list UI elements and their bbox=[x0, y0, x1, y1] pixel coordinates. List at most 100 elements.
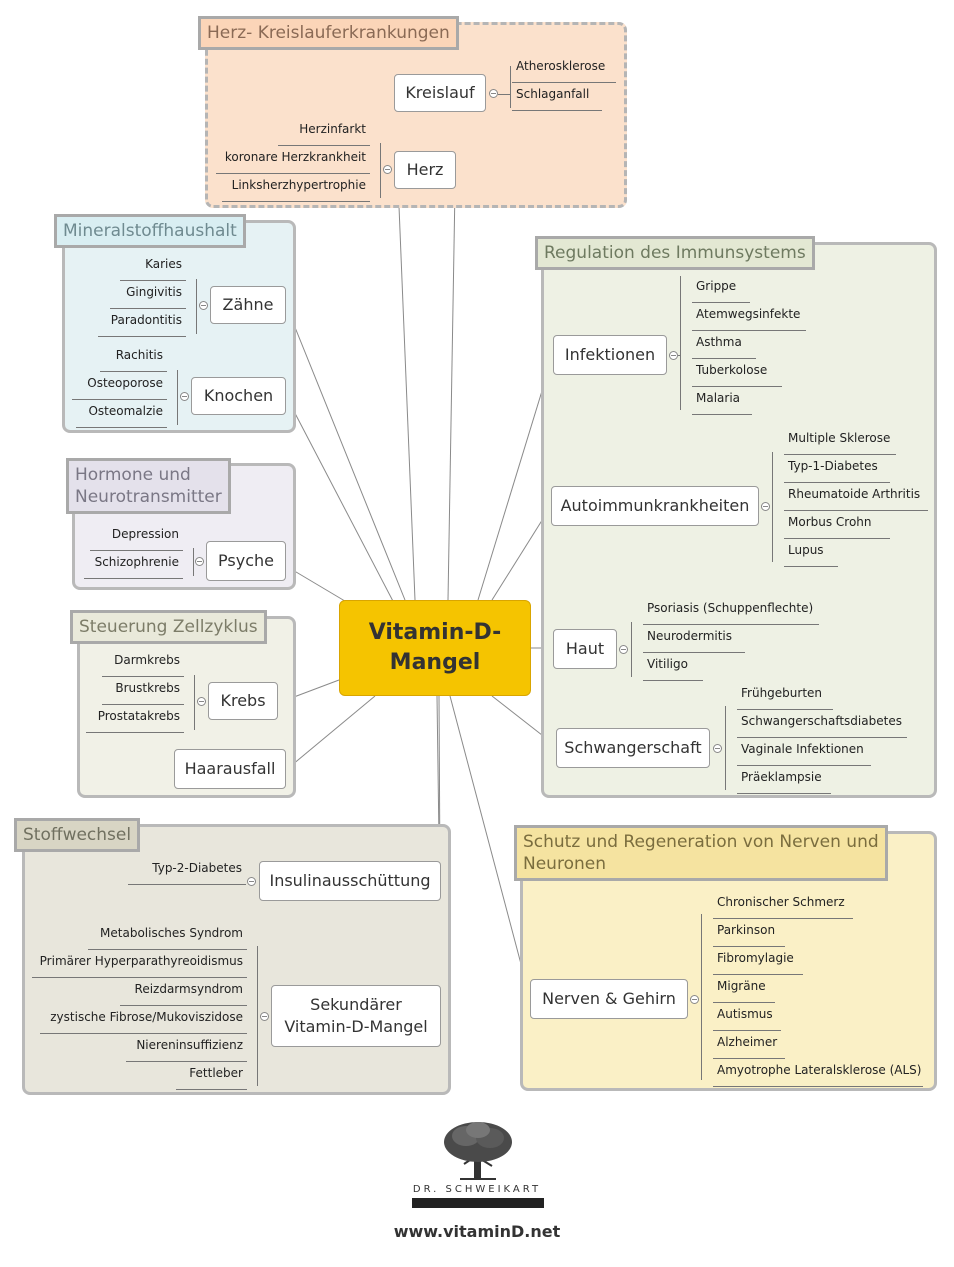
leaf-morbus-crohn: Morbus Crohn bbox=[784, 511, 890, 539]
leaf-grippe: Grippe bbox=[692, 275, 750, 303]
leaf-fibromylagie: Fibromylagie bbox=[713, 947, 803, 975]
node-haarausfall[interactable]: Haarausfall bbox=[174, 749, 286, 789]
leaf-metabolisches-syndrom: Metabolisches Syndrom bbox=[88, 922, 247, 950]
leaf-asthma: Asthma bbox=[692, 331, 756, 359]
leaf-parkinson: Parkinson bbox=[713, 919, 785, 947]
central-topic-line: Mangel bbox=[389, 650, 481, 675]
bracket bbox=[370, 143, 381, 198]
leaf-atherosklerose: Atherosklerose bbox=[512, 55, 616, 83]
group-title-immunsystem: Regulation des Immunsystems bbox=[535, 236, 815, 271]
leaf-karies: Karies bbox=[120, 253, 186, 281]
leaf-darmkrebs: Darmkrebs bbox=[102, 649, 184, 677]
leaf-brustkrebs: Brustkrebs bbox=[102, 677, 184, 705]
leaf-osteomalzie: Osteomalzie bbox=[76, 400, 167, 428]
logo-signature-bar bbox=[412, 1198, 544, 1208]
leaf-rheumatoide-arthritis: Rheumatoide Arthritis bbox=[784, 483, 928, 511]
leaf-koronare-herzkrankheit: koronare Herzkrankheit bbox=[216, 146, 370, 174]
leaf-niereninsuffizienz: Niereninsuffizienz bbox=[126, 1034, 247, 1062]
bracket bbox=[183, 548, 194, 576]
node-kreislauf[interactable]: Kreislauf bbox=[394, 74, 486, 112]
leaf-atemwegsinfekte: Atemwegsinfekte bbox=[692, 303, 806, 331]
collapse-toggle-icon[interactable] bbox=[713, 744, 722, 753]
bracket bbox=[247, 946, 258, 1086]
collapse-toggle-icon[interactable] bbox=[669, 351, 678, 360]
leaf-herzinfarkt: Herzinfarkt bbox=[278, 118, 370, 146]
group-title-hormone: Hormone und Neurotransmitter bbox=[66, 458, 231, 515]
leaf-linksherzhypertrophie: Linksherzhypertrophie bbox=[222, 174, 370, 202]
leaf-multiple-sklerose: Multiple Sklerose bbox=[784, 427, 896, 455]
node-haut[interactable]: Haut bbox=[553, 629, 617, 669]
leaf-schwangerschaftsdiabetes: Schwangerschaftsdiabetes bbox=[737, 710, 907, 738]
leaf-osteoporose: Osteoporose bbox=[72, 372, 167, 400]
leaf-zystische-fibrose: zystische Fibrose/Mukoviszidose bbox=[40, 1006, 247, 1034]
leaf-prostatakrebs: Prostatakrebs bbox=[86, 705, 184, 733]
node-sekundaerer-vitamin-d-mangel[interactable]: Sekundärer Vitamin-D-Mangel bbox=[271, 985, 441, 1047]
leaf-praeeklampsie: Präeklampsie bbox=[737, 766, 831, 794]
bracket bbox=[184, 675, 195, 730]
node-nerven-gehirn[interactable]: Nerven & Gehirn bbox=[530, 979, 688, 1019]
logo-name: DR. SCHWEIKART bbox=[412, 1184, 542, 1195]
node-krebs[interactable]: Krebs bbox=[208, 682, 278, 720]
leaf-rachitis: Rachitis bbox=[100, 344, 167, 372]
node-knochen[interactable]: Knochen bbox=[191, 377, 286, 415]
node-herz[interactable]: Herz bbox=[394, 151, 456, 189]
bracket bbox=[510, 66, 511, 108]
leaf-vitiligo: Vitiligo bbox=[643, 653, 703, 681]
connector bbox=[678, 355, 681, 356]
node-schwangerschaft[interactable]: Schwangerschaft bbox=[556, 728, 710, 768]
leaf-neurodermitis: Neurodermitis bbox=[643, 625, 745, 653]
group-title-line: Neurotransmitter bbox=[75, 487, 222, 508]
leaf-fettleber: Fettleber bbox=[176, 1062, 247, 1090]
leaf-primaerer-hyperparathyreoidismus: Primärer Hyperparathyreoidismus bbox=[32, 950, 247, 978]
collapse-toggle-icon[interactable] bbox=[247, 877, 256, 886]
node-autoimmunkrankheiten[interactable]: Autoimmunkrankheiten bbox=[551, 486, 759, 526]
leaf-alzheimer: Alzheimer bbox=[713, 1031, 785, 1059]
leaf-gingivitis: Gingivitis bbox=[110, 281, 186, 309]
group-title-line: Schutz und Regeneration von Nerven und bbox=[523, 832, 879, 852]
leaf-tuberkolose: Tuberkolose bbox=[692, 359, 782, 387]
group-title-zellzyklus: Steuerung Zellzyklus bbox=[70, 610, 267, 645]
central-topic-line: Vitamin-D- bbox=[368, 620, 502, 646]
group-title-line: Neuronen bbox=[523, 854, 606, 875]
website-link[interactable]: www.vitaminD.net bbox=[393, 1222, 561, 1241]
collapse-toggle-icon[interactable] bbox=[260, 1012, 269, 1021]
leaf-paradontitis: Paradontitis bbox=[98, 309, 186, 337]
collapse-toggle-icon[interactable] bbox=[619, 645, 628, 654]
bracket bbox=[772, 452, 773, 562]
bracket bbox=[680, 276, 681, 410]
collapse-toggle-icon[interactable] bbox=[690, 995, 699, 1004]
leaf-autismus: Autismus bbox=[713, 1003, 781, 1031]
collapse-toggle-icon[interactable] bbox=[761, 502, 770, 511]
bracket bbox=[631, 622, 632, 677]
leaf-typ-2-diabetes: Typ-2-Diabetes bbox=[128, 857, 246, 885]
node-psyche[interactable]: Psyche bbox=[206, 541, 286, 581]
bracket bbox=[186, 279, 197, 334]
central-topic[interactable]: Vitamin-D- Mangel bbox=[339, 600, 531, 696]
node-line: Sekundärer bbox=[310, 995, 402, 1015]
collapse-toggle-icon[interactable] bbox=[383, 165, 392, 174]
leaf-fruehgeburten: Frühgeburten bbox=[737, 682, 833, 710]
node-insulinausschuettung[interactable]: Insulinausschüttung bbox=[259, 861, 441, 901]
collapse-toggle-icon[interactable] bbox=[180, 392, 189, 401]
collapse-toggle-icon[interactable] bbox=[489, 89, 498, 98]
group-title-stoffwechsel: Stoffwechsel bbox=[14, 818, 141, 853]
group-title-mineralstoffhaushalt: Mineralstoffhaushalt bbox=[54, 214, 246, 249]
leaf-malaria: Malaria bbox=[692, 387, 752, 415]
node-line: Vitamin-D-Mangel bbox=[284, 1017, 428, 1036]
node-infektionen[interactable]: Infektionen bbox=[553, 335, 667, 375]
leaf-psoriasis: Psoriasis (Schuppenflechte) bbox=[643, 597, 819, 625]
collapse-toggle-icon[interactable] bbox=[199, 301, 208, 310]
collapse-toggle-icon[interactable] bbox=[197, 697, 206, 706]
leaf-depression: Depression bbox=[90, 523, 183, 551]
group-title-line: Hormone und bbox=[75, 465, 191, 485]
bracket bbox=[701, 914, 702, 1080]
node-zaehne[interactable]: Zähne bbox=[210, 286, 286, 324]
bracket bbox=[725, 706, 726, 790]
leaf-migraene: Migräne bbox=[713, 975, 775, 1003]
leaf-schizophrenie: Schizophrenie bbox=[84, 551, 183, 579]
tree-icon bbox=[444, 1122, 512, 1180]
group-title-herz-kreislauf: Herz- Kreislauferkrankungen bbox=[198, 16, 459, 51]
leaf-vaginale-infektionen: Vaginale Infektionen bbox=[737, 738, 871, 766]
collapse-toggle-icon[interactable] bbox=[195, 557, 204, 566]
